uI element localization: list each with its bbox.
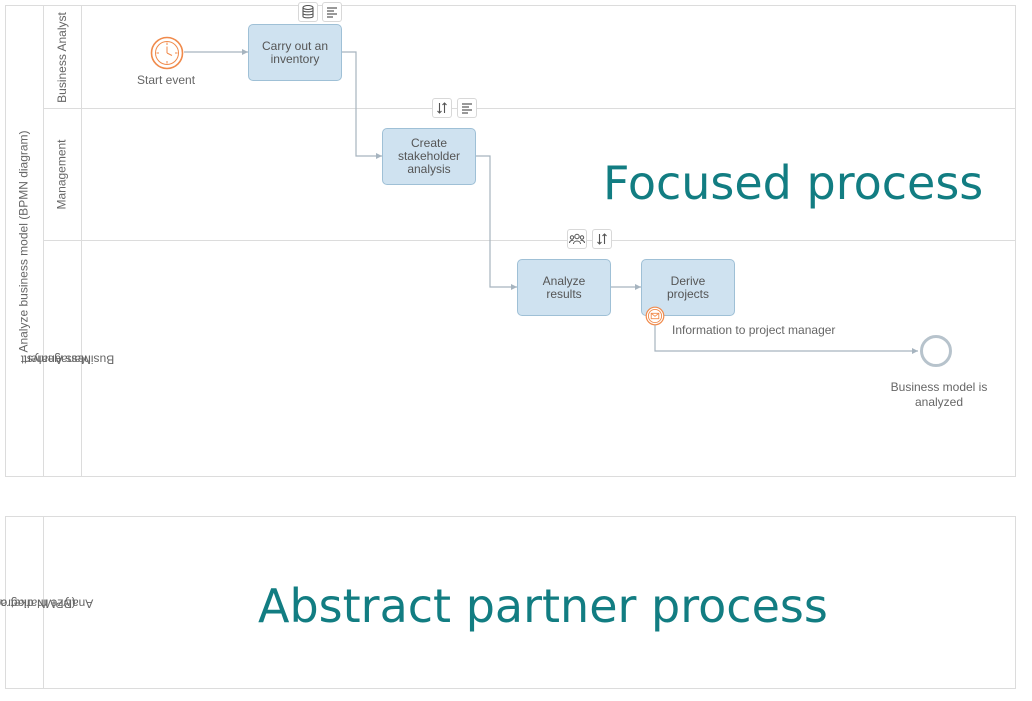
task-derive-projects[interactable]: Derive projects [641,259,735,316]
task-create-stakeholder-analysis[interactable]: Create stakeholder analysis [382,128,476,185]
partner-pool-label: Analyze market companions (BPMN diagram) [0,517,93,688]
partner-pool: Analyze market companions (BPMN diagram) [0,516,1016,689]
end-event-circle [920,335,952,367]
io-marker[interactable] [432,98,452,118]
io-marker[interactable] [592,229,612,249]
task-analyze-results[interactable]: Analyze results [517,259,611,316]
flow-stakeholder-to-analyze [476,155,517,290]
focused-pool: Analyze business model (BPMN diagram) Bu… [5,5,1016,477]
timer-icon [150,36,184,70]
flow-inventory-to-stakeholder [342,51,382,159]
lane-divider [43,108,1015,109]
focused-process-watermark: Focused process [603,156,984,210]
pool-header-divider [43,6,44,476]
start-event-label: Start event [137,73,196,87]
pool-header-divider [43,517,44,688]
sort-icon [437,102,447,114]
sort-icon [597,233,607,245]
lane-header-divider [81,6,82,476]
envelope-icon [645,306,665,326]
end-event[interactable] [920,335,952,367]
partner-pool-name-line-2: (BPMN diagram) [0,596,76,610]
start-event[interactable] [150,36,184,70]
boundary-message-event[interactable] [645,306,665,326]
lane-divider [43,240,1015,241]
text-lines-icon [462,103,472,114]
annotation-marker[interactable] [457,98,477,118]
boundary-event-label: Information to project manager [672,323,836,337]
data-store-marker[interactable] [298,2,318,22]
end-event-label: Business model is analyzed [890,380,988,409]
task-carry-out-inventory[interactable]: Carry out an inventory [248,24,342,81]
flow-message-to-end [654,324,918,354]
database-icon [302,5,314,19]
users-icon [569,233,585,245]
participants-marker[interactable] [567,229,587,249]
partner-process-watermark: Abstract partner process [258,579,828,633]
text-lines-icon [327,7,337,18]
annotation-marker[interactable] [322,2,342,22]
